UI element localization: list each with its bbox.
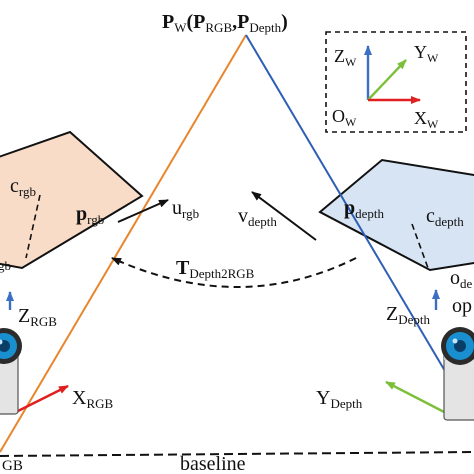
rgb-camera bbox=[0, 328, 22, 415]
transform-label: TDepth2RGB bbox=[176, 257, 255, 281]
rgb-edge-fragment: gb bbox=[0, 258, 11, 273]
world-z-label: ZW bbox=[334, 46, 357, 69]
o-depth-label: ode bbox=[450, 267, 473, 291]
baseline-label: baseline bbox=[180, 453, 246, 474]
depth-z-label: ZDepth bbox=[386, 303, 430, 327]
world-point-label: PW(PRGB,PDepth) bbox=[162, 11, 288, 35]
rgb-image-plane bbox=[0, 130, 144, 270]
rgb-principal-axis bbox=[25, 194, 41, 259]
c-rgb-label: crgb bbox=[10, 175, 36, 199]
p-rgb-label: prgb bbox=[76, 203, 104, 227]
transform-arrow bbox=[111, 257, 357, 288]
baseline-line bbox=[0, 451, 474, 457]
rgb-bottom-fragment: GB bbox=[2, 458, 23, 474]
v-depth-label: vdepth bbox=[238, 205, 277, 229]
depth-projection-ray bbox=[245, 34, 474, 421]
world-x-label: XW bbox=[414, 108, 439, 131]
world-y-axis bbox=[367, 59, 407, 101]
u-rgb-label: urgb bbox=[172, 197, 199, 221]
rgb-x-axis bbox=[15, 384, 69, 414]
depth-y-axis bbox=[385, 380, 449, 416]
c-depth-label: cdepth bbox=[426, 205, 464, 229]
depth-y-label: YDepth bbox=[316, 387, 363, 411]
world-origin-label: OW bbox=[332, 106, 357, 129]
rgb-projection-ray bbox=[0, 34, 247, 453]
rgb-z-label: ZRGB bbox=[18, 305, 57, 329]
world-frame-box bbox=[325, 31, 467, 133]
p-depth-label: pdepth bbox=[344, 197, 385, 221]
v-depth-arrow bbox=[251, 191, 317, 241]
depth-principal-axis bbox=[411, 223, 429, 269]
world-y-label: YW bbox=[414, 42, 439, 65]
depth-camera bbox=[441, 327, 474, 421]
u-rgb-arrow bbox=[117, 199, 169, 223]
depth-edge-fragment: op bbox=[452, 295, 472, 317]
rgb-x-label: XRGB bbox=[72, 387, 114, 411]
depth-image-plane bbox=[318, 158, 474, 272]
